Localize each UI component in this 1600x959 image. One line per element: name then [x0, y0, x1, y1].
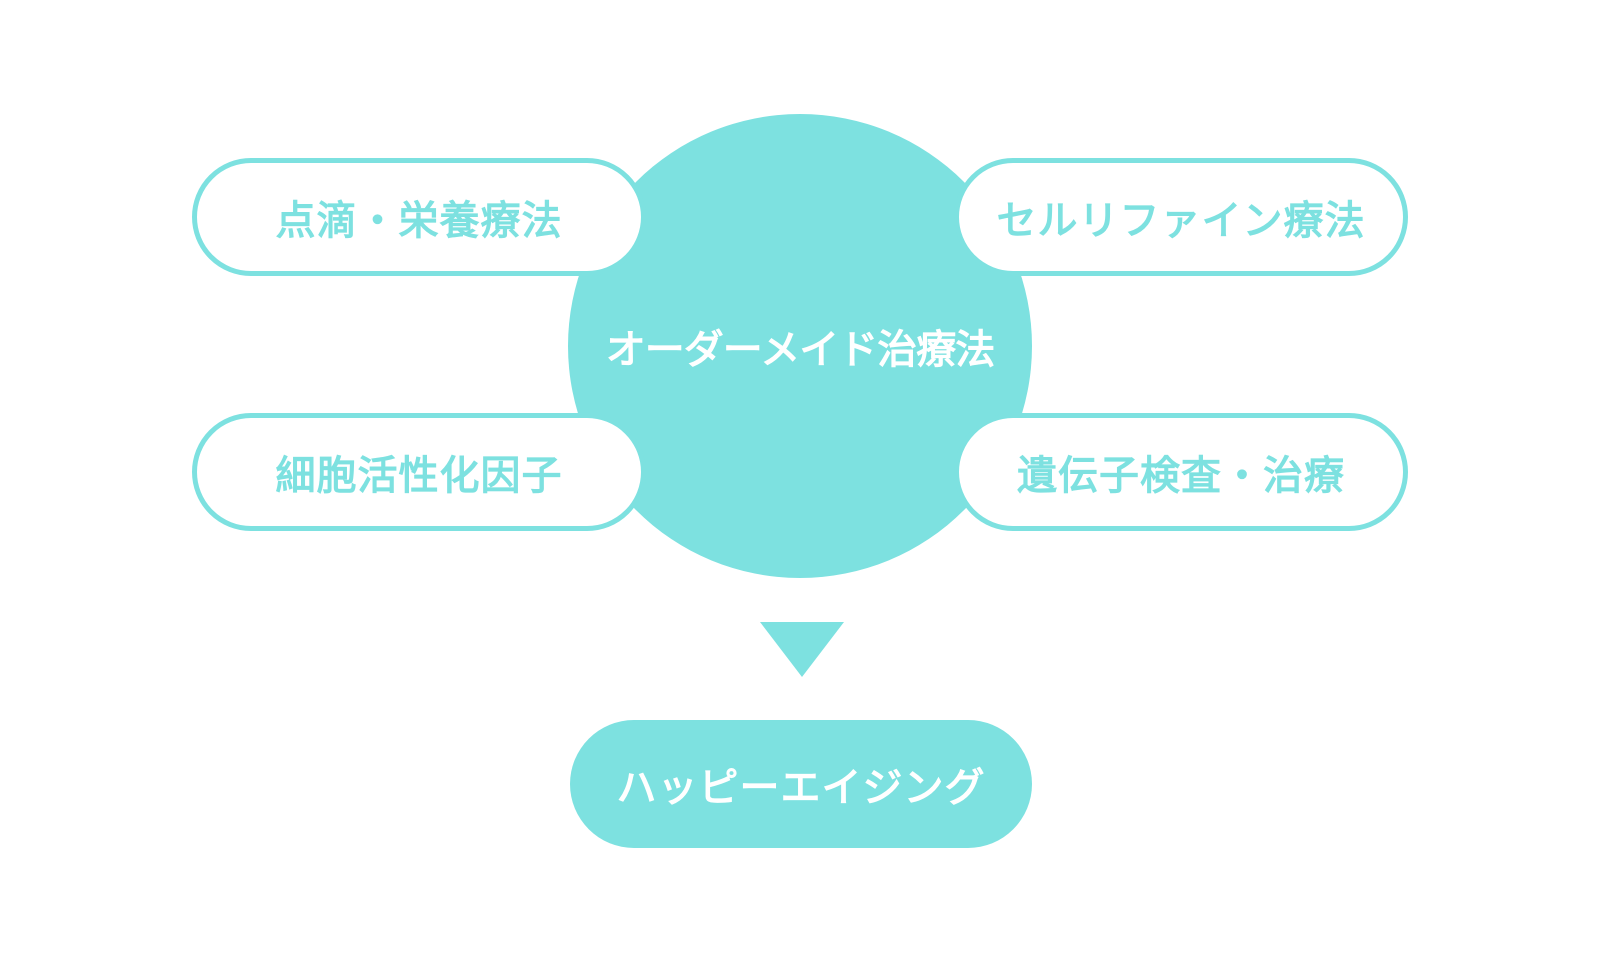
method-pill-cell-refine: セルリファイン療法: [954, 158, 1408, 276]
down-arrow-icon: [760, 622, 844, 677]
method-pill-genetic-test: 遺伝子検査・治療: [954, 413, 1408, 531]
center-circle: [568, 114, 1032, 578]
method-pill-cell-activation: 細胞活性化因子: [192, 413, 646, 531]
result-label: ハッピーエイジング: [616, 765, 986, 811]
center-label: オーダーメイド治療法: [605, 327, 995, 373]
method-label: セルリファイン療法: [996, 198, 1366, 244]
method-label: 細胞活性化因子: [275, 453, 563, 499]
method-label: 点滴・栄養療法: [275, 198, 563, 244]
method-pill-iv-nutrition: 点滴・栄養療法: [192, 158, 646, 276]
result-pill: ハッピーエイジング: [570, 720, 1032, 848]
method-label: 遺伝子検査・治療: [1017, 453, 1345, 499]
